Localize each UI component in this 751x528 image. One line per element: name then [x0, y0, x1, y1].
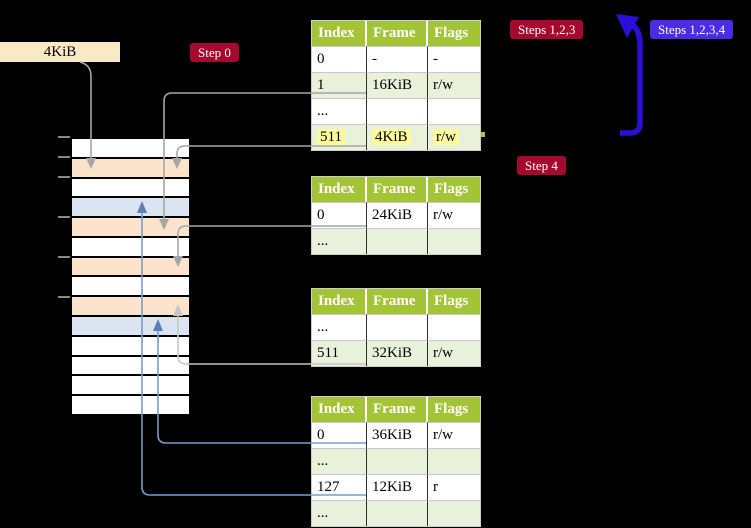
steps123-badge: Steps 1,2,3	[510, 20, 584, 39]
memory-row	[72, 198, 189, 217]
address-tick	[58, 296, 70, 298]
column-header: Frame	[367, 177, 428, 202]
memory-row	[72, 218, 189, 236]
column-header: Frame	[367, 289, 428, 314]
column-header: Flags	[428, 177, 480, 202]
memory-row	[72, 277, 189, 296]
table-row: ...	[312, 500, 480, 526]
column-header: Index	[312, 289, 367, 314]
memory-row	[72, 317, 189, 335]
address-tick	[58, 176, 70, 178]
table-row: 0--	[312, 46, 480, 72]
column-header: Frame	[367, 397, 428, 422]
column-header: Flags	[428, 289, 480, 314]
memory-row	[72, 396, 189, 414]
step4-badge: Step 4	[517, 156, 566, 175]
memory-row	[72, 297, 189, 316]
memory-row	[72, 336, 189, 355]
memory-row	[72, 139, 189, 157]
memory-row	[72, 356, 189, 375]
column-header: Flags	[428, 397, 480, 422]
address-tick	[58, 156, 70, 158]
column-header: Index	[312, 21, 367, 46]
memory-column	[70, 137, 191, 416]
column-header: Index	[312, 397, 367, 422]
table-row: 511 4KiB r/w	[312, 124, 480, 150]
column-header: Flags	[428, 21, 480, 46]
memory-row	[72, 158, 189, 177]
highlighted-value: 511	[317, 129, 345, 145]
table-row: ...	[312, 448, 480, 474]
memory-row	[72, 178, 189, 197]
column-header: Index	[312, 177, 367, 202]
highlight-artifact	[481, 132, 485, 137]
memory-row	[72, 237, 189, 256]
address-tick	[58, 136, 70, 138]
column-header: Frame	[367, 21, 428, 46]
frame-size-label: 4KiB	[0, 42, 120, 62]
memory-row	[72, 376, 189, 395]
step0-badge: Step 0	[190, 43, 239, 62]
address-tick	[58, 216, 70, 218]
memory-row	[72, 257, 189, 276]
address-tick	[58, 256, 70, 258]
highlighted-value: r/w	[433, 129, 459, 145]
highlighted-value: 4KiB	[372, 129, 411, 145]
steps1234-badge: Steps 1,2,3,4	[650, 20, 734, 39]
big-loop-arrow	[616, 14, 643, 136]
table-row: ...	[312, 314, 480, 340]
table-row: ...	[312, 228, 480, 254]
table-row: ...	[312, 98, 480, 124]
